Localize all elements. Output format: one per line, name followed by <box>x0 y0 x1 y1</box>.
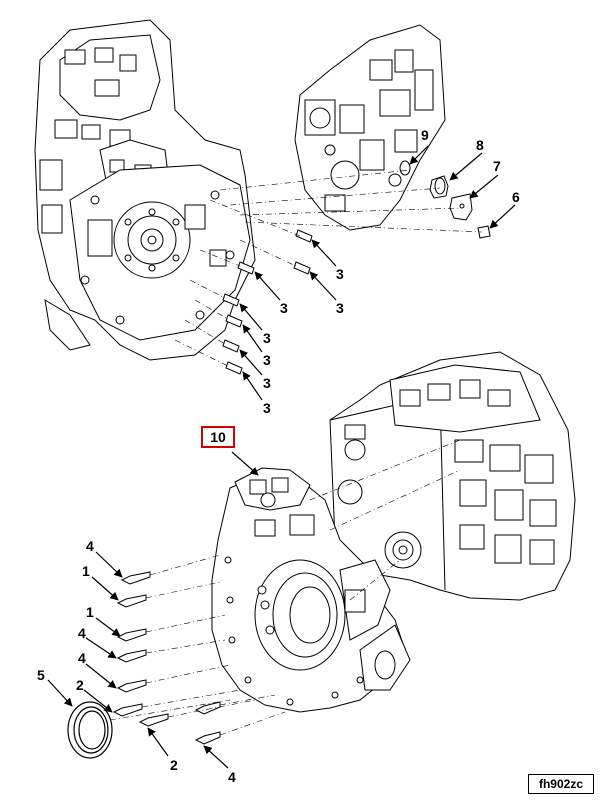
callout-3b: 3 <box>280 300 288 316</box>
callout-4b: 4 <box>78 625 86 641</box>
callout-3g: 3 <box>263 400 271 416</box>
alignment-lines-bottom <box>110 440 460 735</box>
callout-10-highlight-box: 10 <box>201 426 235 448</box>
alignment-lines-top <box>175 170 482 366</box>
rear-seal-part-5 <box>68 702 112 758</box>
callout-4d: 4 <box>228 769 236 785</box>
engine-block-bottom-right <box>330 352 575 600</box>
callout-5: 5 <box>37 667 45 683</box>
figure-id: fh902zc <box>538 777 584 791</box>
callout-3e: 3 <box>263 352 271 368</box>
callout-3c: 3 <box>336 300 344 316</box>
gear-housing-top-right <box>295 25 445 230</box>
callout-8: 8 <box>476 137 484 153</box>
callout-7: 7 <box>493 158 501 174</box>
housing-bolts-bottom <box>114 572 220 744</box>
figure-id-box: fh902zc <box>528 774 594 794</box>
small-parts-top-right <box>400 161 490 238</box>
callout-2a: 2 <box>76 677 84 693</box>
callout-3a: 3 <box>336 266 344 282</box>
bolt-part-6 <box>478 226 490 238</box>
callout-6: 6 <box>512 189 520 205</box>
callout-1a: 1 <box>82 563 90 579</box>
o-ring-part-9 <box>400 161 410 175</box>
callout-3f: 3 <box>263 375 271 391</box>
callout-2b: 2 <box>170 757 178 773</box>
callout-3d: 3 <box>263 330 271 346</box>
engine-block-top-left <box>35 20 255 360</box>
leader-arrows <box>48 146 515 768</box>
callout-9: 9 <box>421 127 429 143</box>
callout-4a: 4 <box>86 538 94 554</box>
bolts-part-3-set <box>223 230 312 374</box>
callout-labels: 9 8 7 6 3 3 3 3 3 3 3 4 1 1 4 4 2 5 2 4 <box>37 127 520 785</box>
callout-4c: 4 <box>78 650 86 666</box>
callout-1b: 1 <box>86 604 94 620</box>
flywheel-housing-part-10 <box>212 468 410 712</box>
callout-10: 10 <box>210 429 226 445</box>
